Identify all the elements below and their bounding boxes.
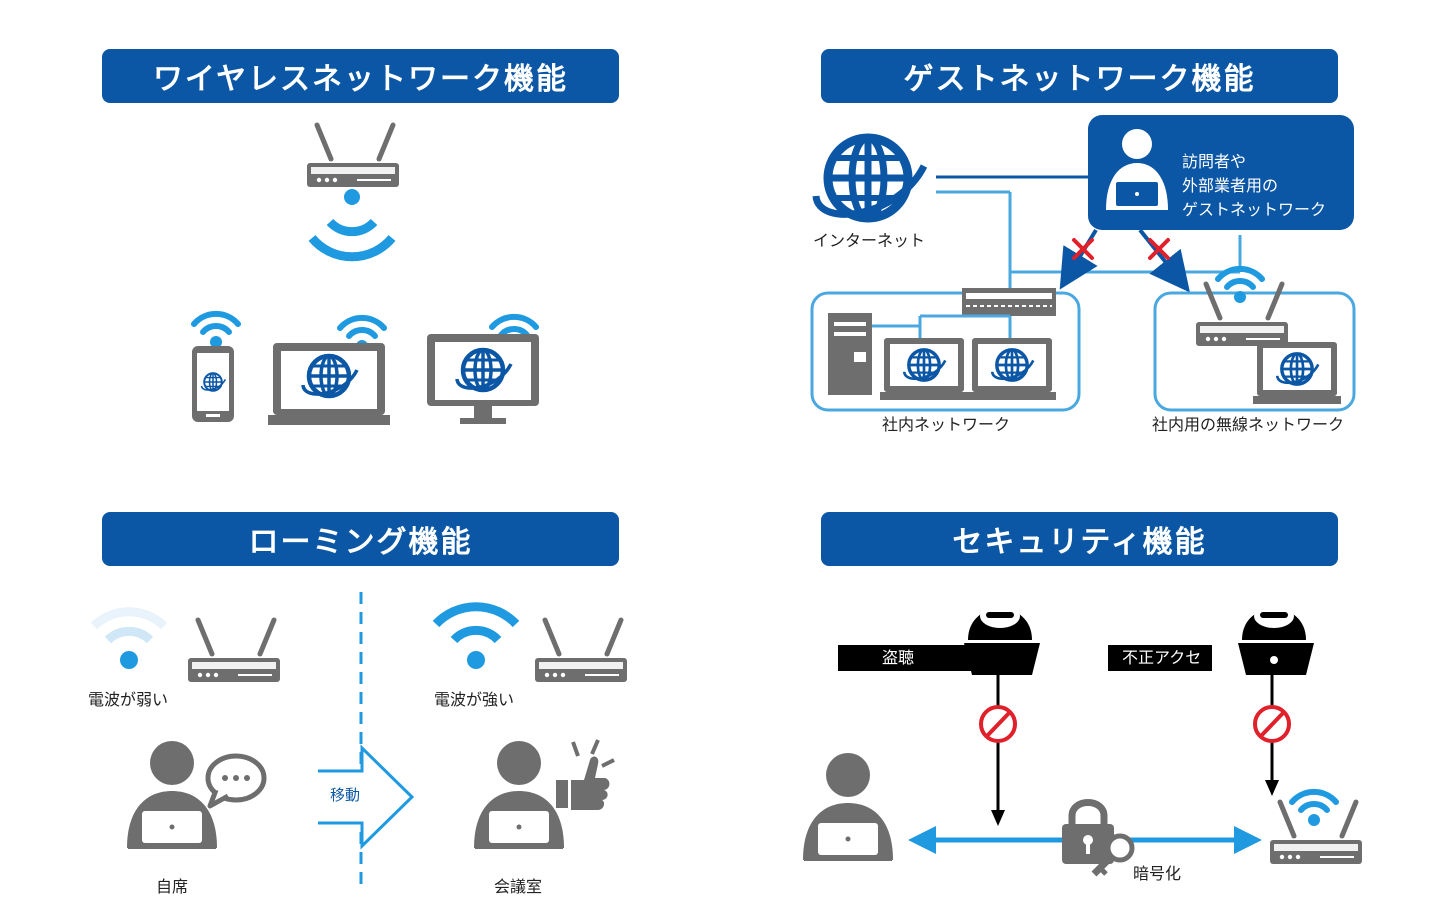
eavesdrop-bar: 盗聴 bbox=[838, 645, 1010, 671]
wireless-title: ワイヤレスネットワーク機能 bbox=[102, 49, 619, 103]
weak-signal-label: 電波が弱い bbox=[88, 690, 169, 709]
prohibited-icon-2 bbox=[1253, 705, 1291, 743]
guest-title: ゲストネットワーク機能 bbox=[821, 49, 1338, 103]
security-person-icon bbox=[803, 753, 893, 861]
hacker-icon-2 bbox=[1238, 604, 1314, 675]
chat-bubble-icon bbox=[205, 753, 267, 809]
laptop-icon bbox=[268, 318, 390, 425]
security-title: セキュリティ機能 bbox=[821, 512, 1338, 566]
wireless-laptop-icon bbox=[1253, 342, 1341, 404]
roaming-title: ローミング機能 bbox=[102, 512, 619, 566]
guest-line-1: 訪問者や bbox=[1182, 152, 1247, 171]
unauthorized-access-bar: 不正アクセス bbox=[1108, 645, 1212, 693]
thumbs-up-icon bbox=[556, 739, 615, 810]
desktop-monitor-icon bbox=[427, 317, 539, 424]
move-label: 移動 bbox=[330, 786, 361, 804]
security-wifi-icon bbox=[1292, 792, 1336, 826]
weak-wifi-icon bbox=[90, 607, 168, 669]
internal-wifi-icon bbox=[1218, 269, 1262, 303]
security-router-icon bbox=[1270, 802, 1362, 864]
internal-network-label: 社内ネットワーク bbox=[882, 415, 1011, 434]
attack-arrow-1 bbox=[991, 675, 1005, 826]
own-seat-label: 自席 bbox=[156, 877, 189, 896]
meeting-room-person-icon bbox=[474, 741, 564, 849]
padlock-key-icon bbox=[1062, 799, 1135, 877]
encryption-label: 暗号化 bbox=[1133, 864, 1182, 883]
ap-broadcast-icon bbox=[308, 189, 396, 262]
internet-label: インターネット bbox=[813, 231, 926, 250]
unauthorized-access-label: 不正アクセス bbox=[1122, 648, 1202, 693]
roaming-router-icon-2 bbox=[535, 620, 627, 682]
internal-wireless-label: 社内用の無線ネットワーク bbox=[1152, 415, 1345, 434]
internal-wireless-frame bbox=[1153, 291, 1356, 412]
smartphone-icon bbox=[192, 314, 238, 422]
prohibited-icon-1 bbox=[979, 705, 1017, 743]
internet-globe-icon bbox=[816, 138, 924, 218]
roaming-router-icon-1 bbox=[188, 620, 280, 682]
guest-network-lines bbox=[936, 175, 1242, 293]
internal-laptop-icon bbox=[880, 338, 968, 400]
blocked-x-icon bbox=[1072, 238, 1170, 260]
internal-laptop-icon-2 bbox=[968, 338, 1056, 400]
own-seat-person-icon bbox=[127, 741, 217, 849]
ap-router-icon bbox=[307, 125, 399, 187]
strong-signal-label: 電波が強い bbox=[434, 690, 515, 709]
network-switch-icon bbox=[872, 288, 1056, 338]
strong-wifi-icon bbox=[432, 602, 520, 669]
move-arrow-icon bbox=[318, 744, 415, 850]
guest-line-2: 外部業者用の bbox=[1182, 176, 1279, 195]
server-tower-icon bbox=[828, 313, 872, 395]
eavesdrop-label: 盗聴 bbox=[882, 648, 915, 667]
guest-network-description: 訪問者や 外部業者用の ゲストネットワーク bbox=[1182, 150, 1326, 222]
guest-line-3: ゲストネットワーク bbox=[1182, 200, 1327, 219]
meeting-room-label: 会議室 bbox=[494, 877, 543, 896]
internal-network-frame bbox=[810, 291, 1081, 412]
